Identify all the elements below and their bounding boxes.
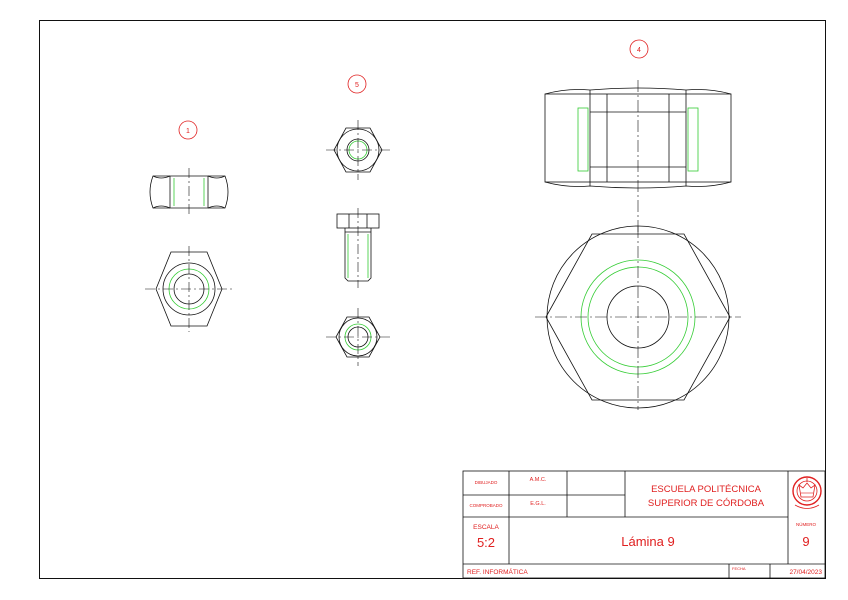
part-5-head-top-view (326, 120, 390, 180)
part-1-front-view (149, 168, 229, 214)
university-seal-icon (792, 476, 822, 509)
title-block: DIBUJADO A.M.C. COMPROBADO E.G.L. ESCUEL… (462, 470, 826, 579)
part-5-bottom-view (326, 308, 390, 366)
checked-value: E.G.L. (530, 501, 546, 507)
callout-1: 1 (178, 120, 198, 140)
number-label: NÚMERO (796, 521, 816, 527)
sheet-title: Lámina 9 (621, 534, 674, 549)
date-value: 27/04/2023 (789, 569, 822, 576)
part-4-nut: 4 (535, 39, 741, 410)
callout-5: 5 (347, 74, 367, 94)
callout-4-label: 4 (637, 47, 641, 54)
part-5-bolt: 5 (326, 74, 390, 366)
school-name-line-1: ESCUELA POLITÉCNICA (651, 484, 761, 495)
reference-text: REF. INFORMÁTICA (467, 567, 528, 576)
part-5-side-view (336, 208, 380, 288)
callout-5-label: 5 (355, 82, 359, 89)
callout-4: 4 (629, 39, 649, 59)
school-name-line-2: SUPERIOR DE CÓRDOBA (648, 498, 765, 509)
checked-label: COMPROBADO (469, 503, 503, 508)
callout-1-label: 1 (186, 128, 190, 135)
part-1-nut: 1 (145, 120, 233, 332)
sheet-border (39, 20, 826, 579)
scale-value: 5:2 (477, 535, 495, 550)
date-label: FECHA (732, 566, 746, 571)
part-4-top-view (535, 225, 741, 410)
number-value: 9 (802, 534, 809, 549)
drawn-value: A.M.C. (530, 477, 547, 483)
drawn-label: DIBUJADO (475, 480, 498, 485)
part-1-top-view (145, 246, 233, 332)
scale-label: ESCALA (473, 524, 499, 531)
part-4-front-view (544, 80, 732, 232)
